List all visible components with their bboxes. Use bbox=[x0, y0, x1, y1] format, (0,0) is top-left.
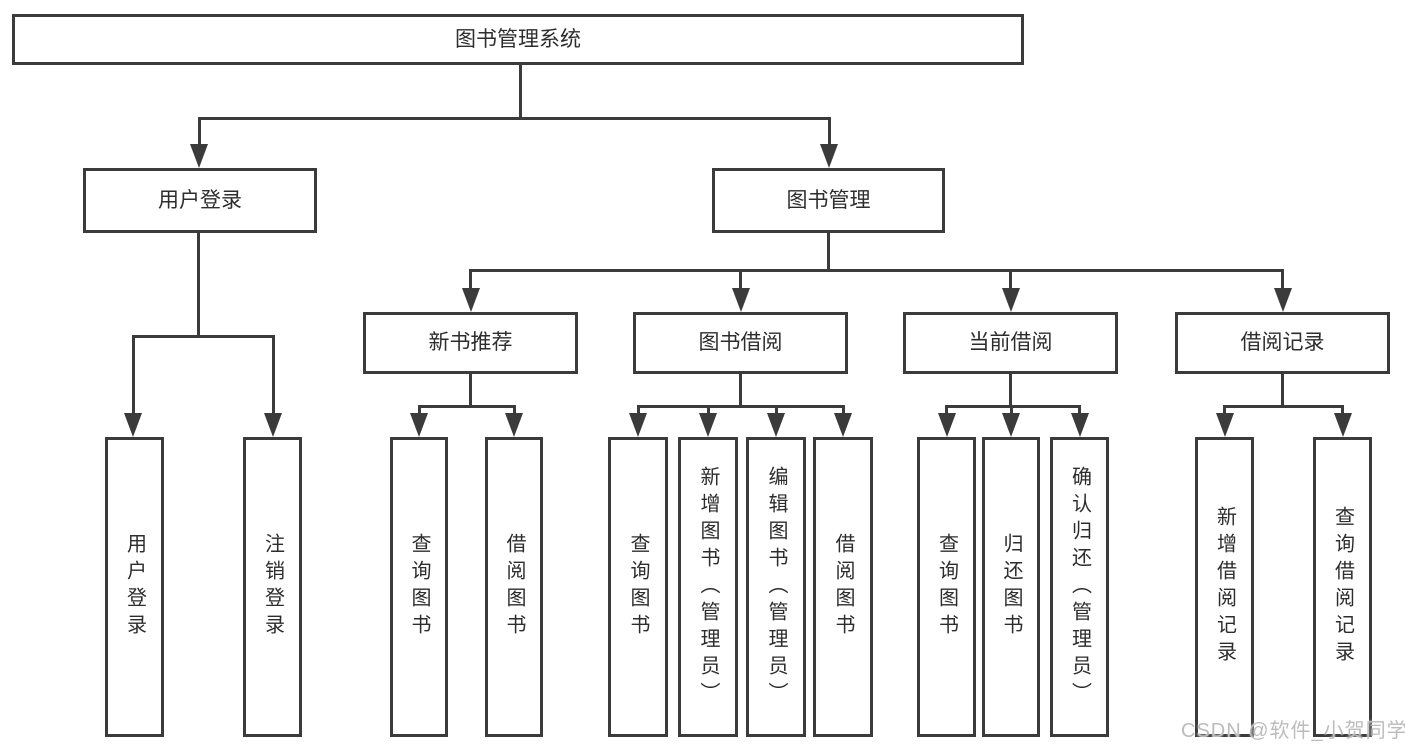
connector-line bbox=[1078, 406, 1081, 416]
connector-line bbox=[739, 270, 742, 292]
csdn-watermark: CSDN @软件_小贺同学 bbox=[1181, 720, 1405, 742]
node-label: 查询图书 bbox=[935, 533, 958, 641]
leaf-current-confirm-return-admin: 确认归还（管理员） bbox=[1050, 437, 1109, 737]
node-label: 查询借阅记录 bbox=[1331, 506, 1354, 668]
node-borrowing-records: 借阅记录 bbox=[1175, 312, 1390, 374]
connector-line bbox=[519, 65, 522, 118]
node-label: 查询图书 bbox=[627, 533, 649, 641]
leaf-recommend-query-books: 查询图书 bbox=[390, 437, 448, 737]
connector-line bbox=[841, 406, 845, 416]
connector-line bbox=[1281, 374, 1284, 407]
arrow-down-icon bbox=[461, 288, 480, 312]
leaf-borrowing-edit-books-admin: 编辑图书（管理员） bbox=[746, 437, 806, 737]
arrow-down-icon bbox=[767, 413, 785, 437]
connector-line bbox=[945, 404, 1081, 408]
connector-line bbox=[271, 336, 275, 416]
arrow-down-icon bbox=[1070, 413, 1089, 437]
connector-line bbox=[774, 406, 778, 416]
node-library-management-system: 图书管理系统 bbox=[12, 14, 1024, 65]
connector-line bbox=[706, 406, 710, 416]
node-label: 借阅图书 bbox=[832, 533, 854, 641]
node-label: 编辑图书（管理员） bbox=[765, 465, 787, 709]
node-label: 用户登录 bbox=[123, 533, 146, 641]
arrow-down-icon bbox=[190, 144, 208, 168]
arrow-down-icon bbox=[1002, 413, 1020, 437]
node-label: 新增图书（管理员） bbox=[697, 465, 719, 709]
connector-line bbox=[512, 406, 516, 416]
leaf-records-query-record: 查询借阅记录 bbox=[1313, 437, 1372, 737]
node-label: 归还图书 bbox=[1000, 533, 1022, 641]
connector-line bbox=[131, 336, 135, 416]
arrow-down-icon bbox=[1333, 413, 1352, 437]
leaf-current-return-books: 归还图书 bbox=[982, 437, 1040, 737]
connector-line bbox=[1341, 406, 1344, 416]
connector-line bbox=[417, 404, 516, 408]
arrow-down-icon bbox=[505, 413, 523, 437]
node-label: 图书借阅 bbox=[698, 331, 783, 355]
leaf-user-login: 用户登录 bbox=[105, 437, 164, 737]
connector-line bbox=[827, 118, 831, 148]
connector-line bbox=[636, 406, 640, 416]
leaf-records-add-record: 新增借阅记录 bbox=[1195, 437, 1254, 737]
node-label: 查询图书 bbox=[408, 533, 430, 641]
node-label: 用户登录 bbox=[158, 188, 242, 212]
arrow-down-icon bbox=[699, 413, 717, 437]
node-label: 借阅图书 bbox=[503, 533, 525, 641]
arrow-down-icon bbox=[834, 413, 852, 437]
node-label: 图书管理系统 bbox=[455, 27, 581, 51]
node-label: 借阅记录 bbox=[1240, 331, 1325, 355]
connector-line bbox=[636, 404, 845, 408]
node-current-borrowing: 当前借阅 bbox=[903, 312, 1118, 374]
arrow-down-icon bbox=[731, 288, 750, 312]
arrow-down-icon bbox=[1273, 288, 1292, 312]
arrow-down-icon bbox=[410, 413, 428, 437]
connector-line bbox=[1223, 404, 1344, 408]
node-book-management: 图书管理 bbox=[712, 168, 945, 233]
connector-line bbox=[469, 270, 472, 292]
connector-line bbox=[197, 233, 200, 336]
arrow-down-icon bbox=[820, 144, 838, 168]
arrow-down-icon bbox=[629, 413, 647, 437]
arrow-down-icon bbox=[1001, 288, 1020, 312]
arrow-down-icon bbox=[937, 413, 956, 437]
node-user-login: 用户登录 bbox=[83, 168, 317, 233]
arrow-down-icon bbox=[1215, 413, 1234, 437]
connector-line bbox=[469, 268, 1284, 272]
connector-line bbox=[1009, 374, 1012, 407]
connector-line bbox=[469, 374, 472, 407]
connector-line bbox=[131, 334, 275, 338]
node-new-book-recommend: 新书推荐 bbox=[363, 312, 578, 374]
connector-line bbox=[1009, 406, 1013, 416]
leaf-borrowing-query-books: 查询图书 bbox=[608, 437, 668, 737]
node-label: 图书管理 bbox=[786, 188, 871, 212]
leaf-current-query-books: 查询图书 bbox=[917, 437, 976, 737]
connector-line bbox=[827, 233, 830, 271]
arrow-down-icon bbox=[264, 413, 282, 437]
arrow-down-icon bbox=[124, 413, 142, 437]
node-label: 注销登录 bbox=[261, 533, 284, 641]
connector-line bbox=[739, 374, 742, 407]
connector-line bbox=[197, 118, 201, 148]
node-label: 当前借阅 bbox=[968, 331, 1053, 355]
connector-line bbox=[1281, 270, 1284, 292]
connector-line bbox=[945, 406, 948, 416]
node-label: 新书推荐 bbox=[428, 331, 513, 355]
connector-line bbox=[197, 116, 831, 120]
connector-line bbox=[1009, 270, 1012, 292]
node-label: 确认归还（管理员） bbox=[1068, 465, 1091, 709]
leaf-logout-login: 注销登录 bbox=[243, 437, 302, 737]
leaf-borrowing-add-books-admin: 新增图书（管理员） bbox=[678, 437, 738, 737]
node-book-borrowing: 图书借阅 bbox=[633, 312, 848, 374]
connector-line bbox=[417, 406, 421, 416]
leaf-recommend-borrow-books: 借阅图书 bbox=[485, 437, 543, 737]
connector-line bbox=[1223, 406, 1226, 416]
leaf-borrowing-borrow-books: 借阅图书 bbox=[813, 437, 873, 737]
node-label: 新增借阅记录 bbox=[1213, 506, 1236, 668]
